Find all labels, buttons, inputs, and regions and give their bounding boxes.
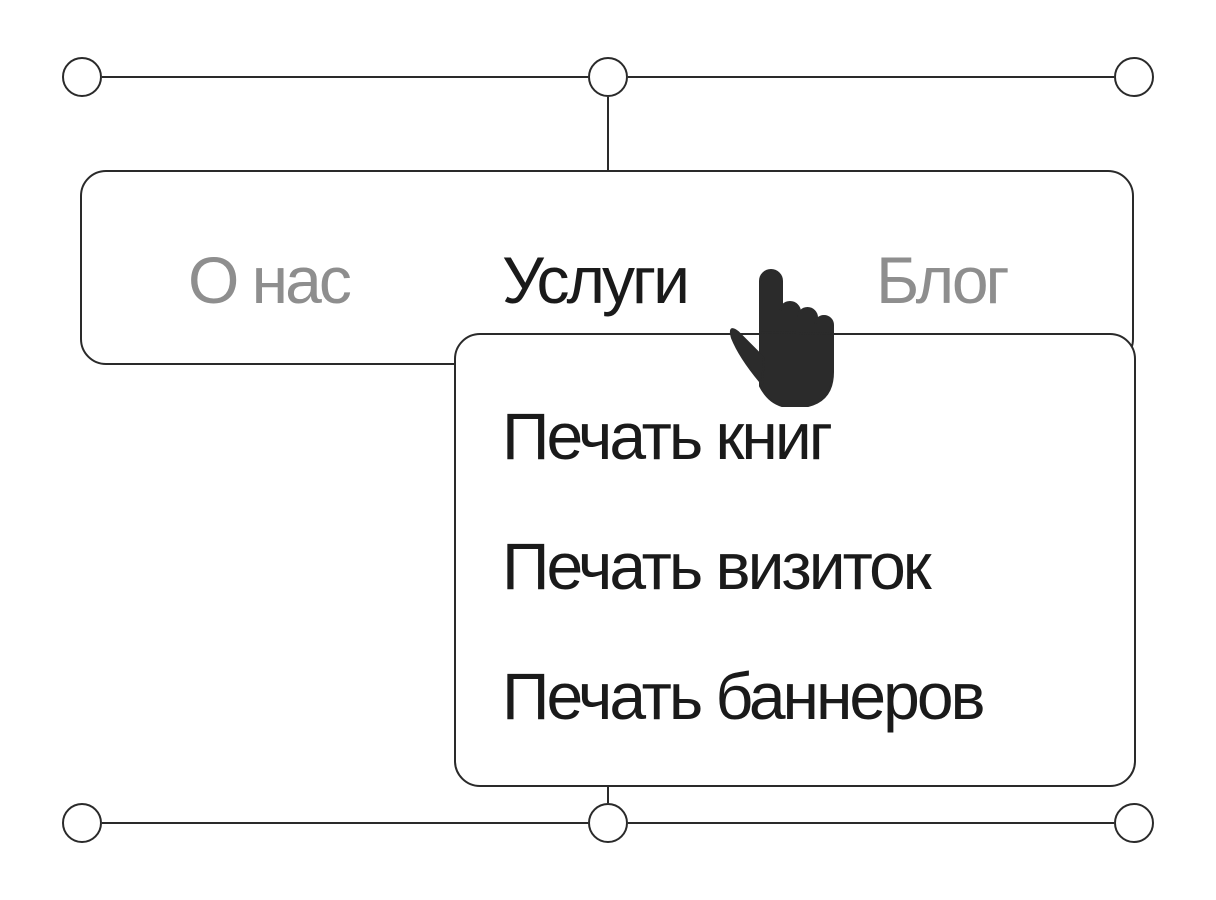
bottom-center-node [588, 803, 628, 843]
nav-item-about[interactable]: О нас [188, 243, 352, 317]
bottom-left-node [62, 803, 102, 843]
nav-item-blog[interactable]: Блог [876, 243, 1010, 317]
navigation-bar [80, 170, 1134, 365]
services-dropdown-menu [454, 333, 1136, 787]
top-left-node [62, 57, 102, 97]
top-right-node [1114, 57, 1154, 97]
top-center-node [588, 57, 628, 97]
nav-item-services[interactable]: Услуги [502, 243, 690, 317]
dropdown-item-book-printing[interactable]: Печать книг [502, 399, 833, 473]
dropdown-item-banner-printing[interactable]: Печать баннеров [502, 659, 986, 733]
dropdown-item-business-card-printing[interactable]: Печать визиток [502, 529, 932, 603]
pointer-hand-icon [729, 269, 834, 407]
bottom-right-node [1114, 803, 1154, 843]
